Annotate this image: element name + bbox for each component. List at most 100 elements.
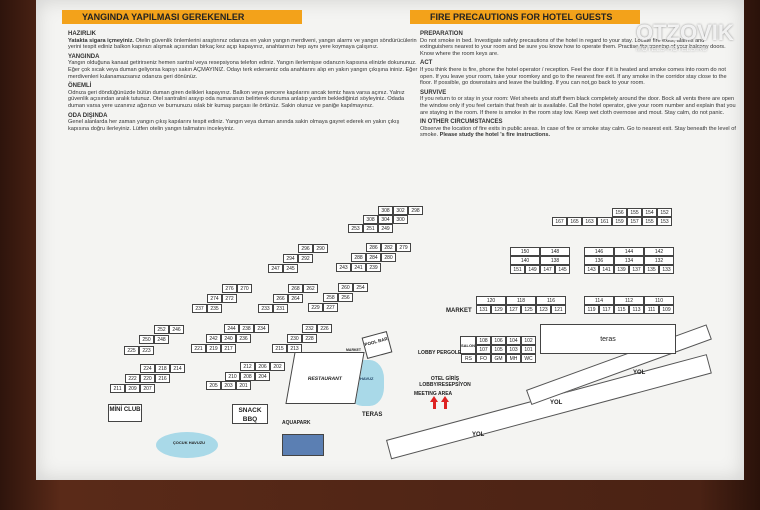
room: 133 — [659, 265, 674, 274]
room: 103 — [506, 345, 521, 354]
room: 221 — [191, 344, 206, 353]
room: 139 — [614, 265, 629, 274]
room: 140 — [510, 256, 540, 265]
room: 268 — [288, 284, 303, 293]
turkish-title: YANGINDA YAPILMASI GEREKENLER — [62, 10, 302, 24]
room: 136 — [584, 256, 614, 265]
room: 134 — [614, 256, 644, 265]
assembly-arrow-stem — [443, 402, 447, 409]
room: 244 — [224, 324, 239, 333]
room: 161 — [597, 217, 612, 226]
havuz-label: HAVUZ — [360, 376, 374, 381]
room: 155 — [627, 208, 642, 217]
room: 249 — [378, 224, 393, 233]
room: 227 — [323, 303, 338, 312]
room: 211 — [110, 384, 125, 393]
room: 159 — [612, 217, 627, 226]
childrens-pool — [156, 432, 218, 458]
service-rs: RS — [461, 354, 476, 363]
room: 132 — [644, 256, 674, 265]
room: 248 — [154, 335, 169, 344]
room: 308 — [378, 206, 393, 215]
room: 112 — [614, 296, 644, 305]
room: 116 — [536, 296, 566, 305]
watermark-sub: MOTELS-HOTELS.RU — [636, 46, 708, 53]
en-para-2: If you think there is fire, phone the ho… — [420, 66, 727, 87]
room: 101 — [521, 345, 536, 354]
turkish-instructions: HAZIRLIK Yatakta sigara içmeyiniz. Oteli… — [68, 28, 418, 132]
tr-para-4: Genel alanlarda her zaman yangın çıkış k… — [68, 119, 400, 132]
room: 144 — [614, 247, 644, 256]
room: 229 — [308, 303, 323, 312]
tr-para-1-bold: Yatakta sigara içmeyiniz. — [68, 37, 134, 44]
room: 302 — [393, 206, 408, 215]
room: 123 — [536, 305, 551, 314]
room: 113 — [629, 305, 644, 314]
aquapark-label: AQUAPARK — [282, 420, 311, 426]
tr-para-1: Otelin güvenlik önlemlerini araştırınız … — [68, 37, 417, 51]
aquapark-sign — [282, 434, 324, 456]
room: 105 — [491, 345, 506, 354]
assembly-arrow-icon — [430, 396, 438, 402]
room: 292 — [298, 254, 313, 263]
room: 238 — [239, 324, 254, 333]
room: 205 — [206, 381, 221, 390]
evacuation-plan-sheet: YANGINDA YAPILMASI GEREKENLER HAZIRLIK Y… — [36, 0, 744, 480]
en-heading-4: IN OTHER CIRCUMSTANCES — [420, 119, 503, 126]
room: 260 — [338, 283, 353, 292]
room: 279 — [396, 243, 411, 252]
room: 207 — [140, 384, 155, 393]
room: 266 — [273, 294, 288, 303]
room: 308 — [363, 215, 378, 224]
teras-upper-box: teras — [540, 324, 676, 354]
room: 237 — [192, 304, 207, 313]
room: 272 — [222, 294, 237, 303]
room: 222 — [125, 374, 140, 383]
room: 215 — [272, 344, 287, 353]
room: 246 — [169, 325, 184, 334]
pool-bar-box: POOL BAR — [361, 331, 393, 359]
room: 276 — [222, 284, 237, 293]
room: 224 — [140, 364, 155, 373]
room: 241 — [351, 263, 366, 272]
room: 240 — [221, 334, 236, 343]
english-instructions: PREPARATION Do not smoke in bed. Investi… — [420, 28, 738, 139]
market-label: MARKET — [446, 308, 472, 314]
room: 147 — [540, 265, 555, 274]
room: 256 — [338, 293, 353, 302]
room: 150 — [510, 247, 540, 256]
room: 131 — [476, 305, 491, 314]
tr-heading-1: HAZIRLIK — [68, 31, 96, 37]
room: 226 — [317, 324, 332, 333]
room: 284 — [366, 253, 381, 262]
en-para-4: Observe the location of fire exits in pu… — [420, 125, 736, 139]
tr-heading-3: ÖNEMLİ — [68, 83, 92, 90]
assembly-arrow-icon — [441, 396, 449, 402]
room: 165 — [567, 217, 582, 226]
room: 208 — [240, 372, 255, 381]
room: 212 — [240, 362, 255, 371]
